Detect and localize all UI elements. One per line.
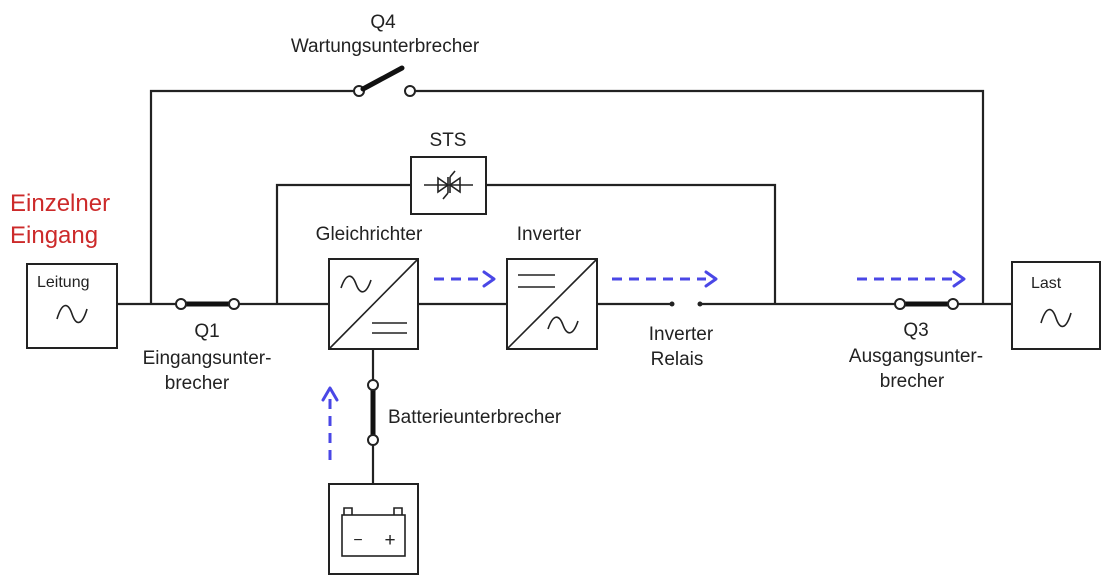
gleichrichter-label: Gleichrichter xyxy=(316,224,423,245)
battery-minus: − xyxy=(353,532,362,549)
q3-label-1: Q3 xyxy=(903,320,928,341)
inverter-relay: Inverter Relais xyxy=(649,301,714,370)
leitung-box: Leitung xyxy=(26,263,118,349)
q1-switch: Q1 Eingangsunter- brecher xyxy=(143,298,272,394)
inverter-label: Inverter xyxy=(517,224,582,245)
battery-box: − + xyxy=(328,483,419,575)
relay-label-1: Inverter xyxy=(649,324,714,345)
q1-label-1: Q1 xyxy=(194,321,219,342)
sine-wave-icon xyxy=(56,304,88,324)
flow-arrows xyxy=(321,270,966,460)
battery-plus: + xyxy=(384,530,395,551)
battery-breaker-label: Batterieunterbrecher xyxy=(388,407,562,428)
sts-label: STS xyxy=(430,130,467,151)
q3-label-3: brecher xyxy=(880,371,945,392)
title-line-1: Einzelner xyxy=(10,190,110,217)
ac-dc-converter-icon xyxy=(328,258,419,350)
inverter-box: Inverter xyxy=(506,224,598,350)
flow-arrow-output xyxy=(857,270,966,288)
flow-arrow-battery xyxy=(321,386,339,460)
q3-label-2: Ausgangsunter- xyxy=(849,346,983,367)
last-box: Last xyxy=(1011,261,1101,350)
gleichrichter-box: Gleichrichter xyxy=(316,224,423,350)
flow-arrow-inverter xyxy=(612,270,718,288)
leitung-label: Leitung xyxy=(37,274,90,291)
q4-label-1: Q4 xyxy=(370,12,396,33)
relay-label-2: Relais xyxy=(651,349,704,370)
wires xyxy=(117,89,1012,484)
sts-box: STS xyxy=(410,130,487,215)
q1-label-2: Eingangsunter- xyxy=(143,348,272,369)
q4-switch: Q4 Wartungsunterbrecher xyxy=(291,12,480,97)
q1-label-3: brecher xyxy=(165,373,230,394)
thyristor-icon xyxy=(424,170,473,200)
sine-wave-icon xyxy=(1040,308,1072,328)
q4-label-2: Wartungsunterbrecher xyxy=(291,36,480,57)
battery-icon: − + xyxy=(341,507,406,557)
last-label: Last xyxy=(1031,275,1062,292)
title-line-2: Eingang xyxy=(10,222,98,249)
battery-breaker-switch: Batterieunterbrecher xyxy=(367,379,562,446)
q3-switch: Q3 Ausgangsunter- brecher xyxy=(849,298,983,392)
dc-ac-converter-icon xyxy=(506,258,598,350)
flow-arrow-rectifier xyxy=(434,270,496,288)
